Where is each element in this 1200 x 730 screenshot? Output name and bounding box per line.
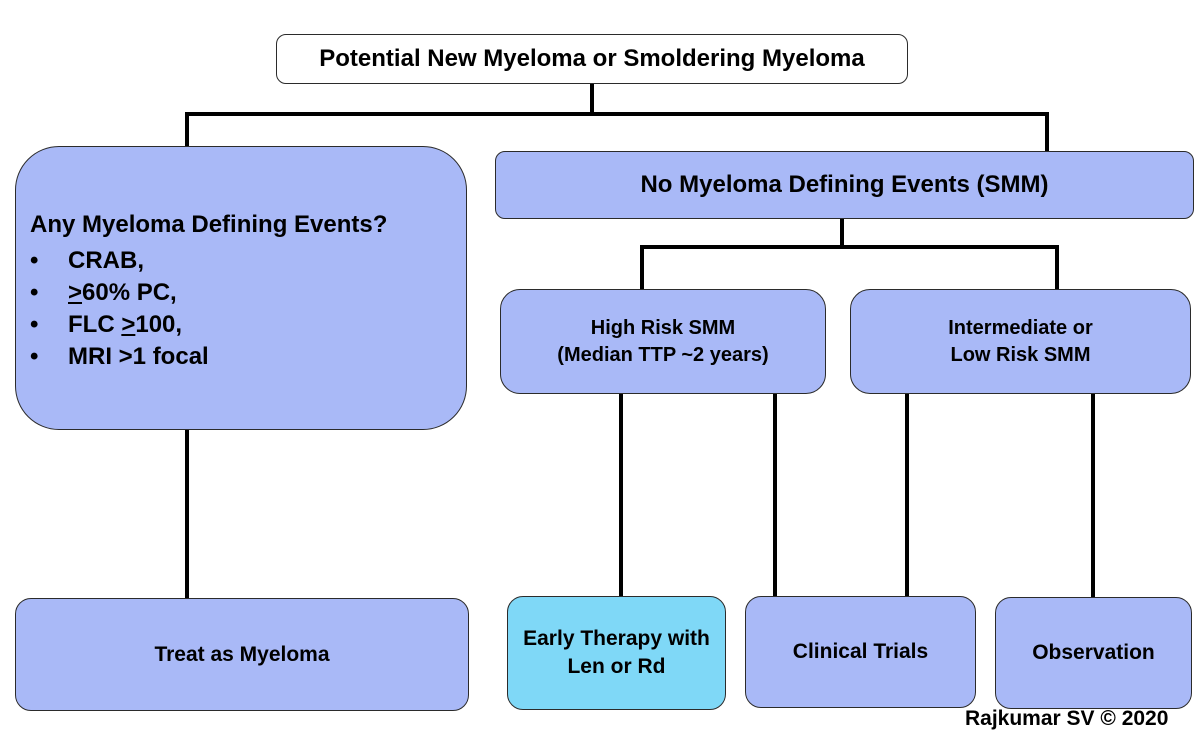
criterion-prefix: FLC: [68, 311, 122, 338]
early-therapy-line2: Len or Rd: [567, 655, 666, 678]
connector-top-horizontal: [185, 112, 1049, 116]
root-node: Potential New Myeloma or Smoldering Myel…: [276, 34, 908, 84]
connector-ilr-to-obs: [1091, 394, 1095, 598]
treat-as-myeloma-node: Treat as Myeloma: [15, 598, 469, 711]
criterion-symbol: >: [68, 279, 83, 306]
criterion-suffix: 100,: [135, 311, 183, 338]
high-risk-smm-node: High Risk SMM (Median TTP ~2 years): [500, 289, 826, 394]
root-node-label: Potential New Myeloma or Smoldering Myel…: [319, 45, 865, 72]
connector-to-mde: [185, 112, 189, 148]
int-risk-line1: Intermediate or: [948, 316, 1093, 339]
connector-hr-to-early: [619, 394, 623, 597]
criterion-suffix: MRI >1 focal: [68, 343, 209, 370]
connector-to-int-risk: [1055, 245, 1059, 290]
early-therapy-node: Early Therapy with Len or Rd: [507, 596, 726, 710]
early-therapy-line1: Early Therapy with: [523, 626, 710, 650]
no-mde-smm-node: No Myeloma Defining Events (SMM): [495, 151, 1194, 219]
criterion-suffix: 60% PC,: [82, 279, 177, 306]
high-risk-line1: High Risk SMM: [590, 316, 736, 339]
smm-node-label: No Myeloma Defining Events (SMM): [640, 171, 1049, 198]
observation-label: Observation: [1032, 641, 1155, 664]
int-risk-line2: Low Risk SMM: [950, 343, 1091, 366]
observation-node: Observation: [995, 597, 1192, 709]
mde-criterion: • CRAB,: [30, 245, 387, 277]
connector-smm-stem: [840, 219, 844, 248]
mde-criterion: • >60% PC,: [30, 277, 387, 309]
connector-root-stem: [590, 84, 594, 115]
treat-label: Treat as Myeloma: [154, 642, 330, 666]
criterion-symbol: >: [121, 311, 136, 338]
criterion-suffix: CRAB,: [68, 247, 144, 274]
mde-criterion: • MRI >1 focal: [30, 341, 387, 373]
connector-mid-horizontal: [640, 245, 1059, 249]
copyright-credit: Rajkumar SV © 2020: [965, 707, 1169, 730]
connector-ilr-to-trials: [905, 394, 909, 597]
bullet-icon: •: [30, 247, 39, 274]
bullet-icon: •: [30, 279, 39, 306]
mde-title: Any Myeloma Defining Events?: [30, 211, 388, 238]
mde-criterion: • FLC >100,: [30, 309, 387, 341]
myeloma-defining-events-node: Any Myeloma Defining Events? • CRAB, • >…: [15, 146, 467, 430]
connector-hr-to-trials: [773, 394, 777, 597]
clinical-trials-node: Clinical Trials: [745, 596, 976, 708]
bullet-icon: •: [30, 343, 39, 370]
high-risk-line2: (Median TTP ~2 years): [557, 343, 769, 366]
connector-to-smm: [1045, 112, 1049, 152]
mde-criteria-list: • CRAB, • >60% PC, • FLC >100, • MRI >1 …: [30, 245, 387, 373]
connector-to-high-risk: [640, 245, 644, 290]
intermediate-low-risk-smm-node: Intermediate or Low Risk SMM: [850, 289, 1191, 394]
clinical-trials-label: Clinical Trials: [792, 640, 929, 663]
connector-mde-to-treat: [185, 430, 189, 599]
bullet-icon: •: [30, 311, 39, 338]
